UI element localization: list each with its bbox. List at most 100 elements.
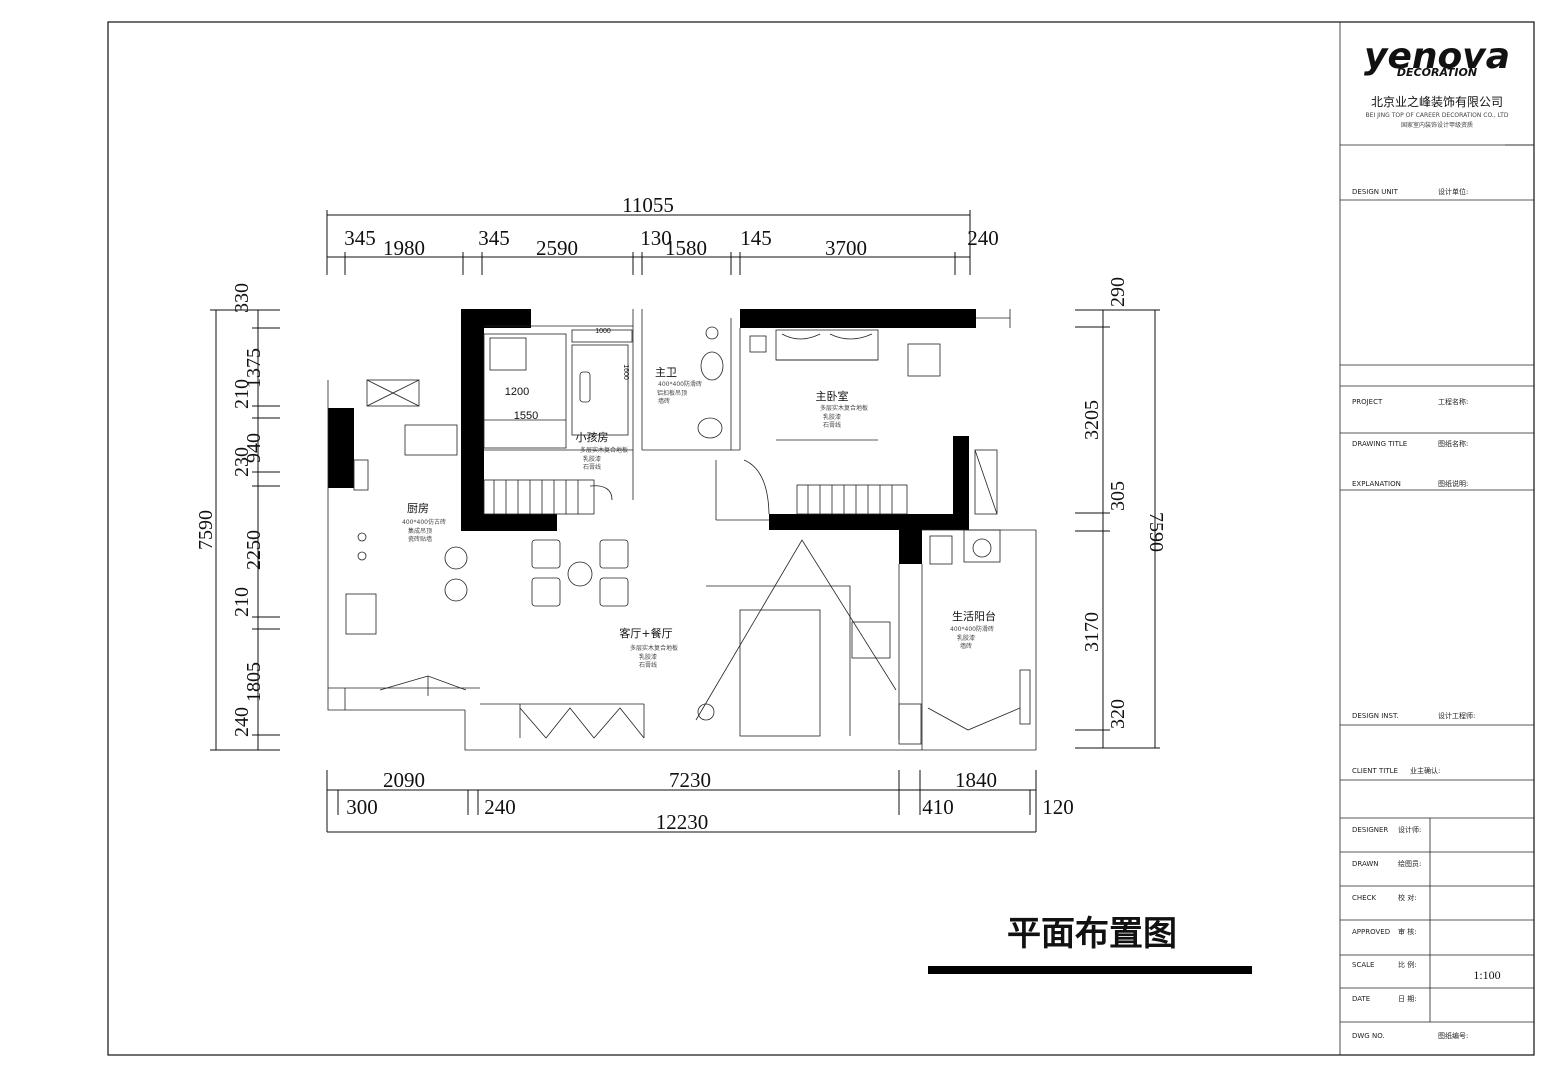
tb-project: PROJECT xyxy=(1352,398,1383,406)
dim-bottom-lower-1: 300 xyxy=(346,795,378,819)
company-line3: 国家室内装饰设计甲级资质 xyxy=(1401,121,1473,129)
dim-top-2: 1980 xyxy=(383,236,425,260)
room-balcony-sub1: 400*400防滑砖 xyxy=(950,625,994,633)
dim-left-2: 1375 xyxy=(243,348,265,388)
dim-bottom-lower-2: 240 xyxy=(484,795,516,819)
dim-bottom-total: 12230 xyxy=(656,810,709,834)
drawing-title: 平面布置图 xyxy=(1007,914,1177,954)
dim-bottom-lower-3: 410 xyxy=(922,795,954,819)
tb-drawing-title: DRAWING TITLE xyxy=(1352,440,1407,448)
room-bath-sub2: 铝扣板吊顶 xyxy=(657,389,687,397)
dim-top-5: 130 xyxy=(640,226,672,250)
tb-project-cn: 工程名称: xyxy=(1438,397,1468,406)
room-living-sub2: 乳胶漆 xyxy=(639,653,657,661)
dim-top-4: 2590 xyxy=(536,236,578,260)
dim-bottom-lower-4: 120 xyxy=(1042,795,1074,819)
tb-dwg-no-cn: 图纸编号: xyxy=(1438,1031,1468,1040)
tb-date-cn: 日 期: xyxy=(1398,995,1417,1003)
tb-date: DATE xyxy=(1352,995,1370,1003)
company-logo-sub: DECORATION xyxy=(1397,66,1477,79)
dim-top-total: 11055 xyxy=(622,193,674,217)
company-name-en: BEI JING TOP OF CAREER DECORATION CO., L… xyxy=(1366,112,1509,119)
tb-designer-cn: 设计师: xyxy=(1398,825,1421,834)
inner-dim-bed-width: 1200 xyxy=(505,386,529,398)
room-kitchen-sub2: 集成吊顶 xyxy=(408,527,432,535)
inner-dim-bed-length: 1550 xyxy=(514,410,538,422)
dim-right-2: 3205 xyxy=(1081,400,1103,440)
room-bath-sub3: 墙砖 xyxy=(658,397,670,405)
tb-design-inst-cn: 设计工程师: xyxy=(1438,711,1475,720)
company-logo: yenova xyxy=(1364,36,1510,77)
dim-left-1: 330 xyxy=(231,283,253,313)
tb-dwg-no: DWG NO. xyxy=(1352,1032,1385,1040)
dim-top-6: 1580 xyxy=(665,236,707,260)
inner-dim-desk: 1600 xyxy=(622,364,629,380)
tb-scale-cn: 比 例: xyxy=(1398,960,1417,969)
tb-drawing-title-cn: 图纸名称: xyxy=(1438,439,1468,448)
room-labels: 厨房 400*400仿古砖 集成吊顶 瓷砖贴墙 小孩房 多层实木复合地板 乳胶漆… xyxy=(402,328,996,669)
room-balcony-sub2: 乳胶漆 xyxy=(957,634,975,642)
dim-top-1: 345 xyxy=(344,226,376,250)
dim-right-5: 320 xyxy=(1107,699,1129,729)
dimension-left: 7590 330 1375 210 940 230 2250 210 1805 … xyxy=(195,283,280,751)
company-name-cn: 北京业之峰装饰有限公司 xyxy=(1371,95,1503,109)
dim-top-9: 240 xyxy=(967,226,999,250)
dim-left-6: 2250 xyxy=(243,530,265,570)
tb-approved-cn: 审 核: xyxy=(1398,927,1417,936)
dimension-bottom: 2090 7230 1840 300 240 410 120 12230 xyxy=(326,768,1074,834)
dim-right-total: 7590 xyxy=(1145,512,1167,552)
tb-scale-value: 1:100 xyxy=(1473,968,1500,982)
room-master-sub1: 多层实木复合地板 xyxy=(820,404,868,412)
tb-design-unit-cn: 设计单位: xyxy=(1438,187,1468,196)
tb-check: CHECK xyxy=(1352,894,1376,902)
room-balcony: 生活阳台 xyxy=(952,609,996,623)
room-bath: 主卫 xyxy=(655,366,677,379)
dim-top-8: 3700 xyxy=(825,236,867,260)
tb-design-inst: DESIGN INST. xyxy=(1352,712,1399,720)
tb-client: CLIENT TITLE xyxy=(1352,767,1398,775)
dim-right-1: 290 xyxy=(1107,277,1129,307)
tb-drawn-cn: 绘图员: xyxy=(1398,859,1421,868)
tb-explanation: EXPLANATION xyxy=(1352,480,1401,488)
room-bath-sub1: 400*400防滑砖 xyxy=(658,380,702,388)
dim-bottom-upper-1: 2090 xyxy=(383,768,425,792)
room-living-sub1: 多层实木复合地板 xyxy=(630,644,678,652)
dim-left-total: 7590 xyxy=(195,510,217,550)
room-living-sub3: 石膏线 xyxy=(639,661,657,669)
sheet-border xyxy=(107,21,1535,1056)
tb-approved: APPROVED xyxy=(1352,928,1390,936)
dim-top-7: 145 xyxy=(740,226,772,250)
dim-bottom-upper-2: 7230 xyxy=(669,768,711,792)
tb-designer: DESIGNER xyxy=(1352,826,1388,834)
dim-bottom-upper-3: 1840 xyxy=(955,768,997,792)
title-block: yenova DECORATION 北京业之峰装饰有限公司 BEI JING T… xyxy=(1339,22,1534,1055)
room-kitchen-sub3: 瓷砖贴墙 xyxy=(408,535,432,543)
tb-drawn: DRAWN xyxy=(1352,860,1379,868)
dim-left-3: 210 xyxy=(231,379,253,409)
room-kitchen: 厨房 xyxy=(407,502,429,515)
room-balcony-sub3: 墙砖 xyxy=(960,642,972,650)
dim-right-3: 305 xyxy=(1107,481,1129,511)
dimension-right: 7590 290 3205 305 3170 320 xyxy=(1075,277,1167,749)
dim-left-8: 1805 xyxy=(243,662,265,702)
inner-dim-wardrobe: 1000 xyxy=(595,328,611,335)
tb-client-cn: 业主确认: xyxy=(1410,766,1440,775)
walls xyxy=(328,309,976,564)
drawing-title-underline xyxy=(928,966,1252,974)
dim-left-9: 240 xyxy=(231,707,253,737)
dim-left-4: 940 xyxy=(243,433,265,463)
tb-scale: SCALE xyxy=(1352,961,1374,969)
room-kitchen-sub1: 400*400仿古砖 xyxy=(402,518,446,526)
dim-right-4: 3170 xyxy=(1081,612,1103,652)
room-child-sub2: 乳胶漆 xyxy=(583,455,601,463)
room-master-sub3: 石膏线 xyxy=(823,421,841,429)
tb-design-unit: DESIGN UNIT xyxy=(1352,188,1399,196)
partitions xyxy=(327,309,1037,751)
room-living: 客厅+餐厅 xyxy=(619,626,672,640)
dimension-top: 11055 345 1980 345 2590 130 1580 145 370… xyxy=(326,193,999,275)
tb-explanation-cn: 图纸说明: xyxy=(1438,479,1468,488)
room-master-sub2: 乳胶漆 xyxy=(823,413,841,421)
dim-top-3: 345 xyxy=(478,226,510,250)
tb-check-cn: 校 对: xyxy=(1398,893,1417,902)
